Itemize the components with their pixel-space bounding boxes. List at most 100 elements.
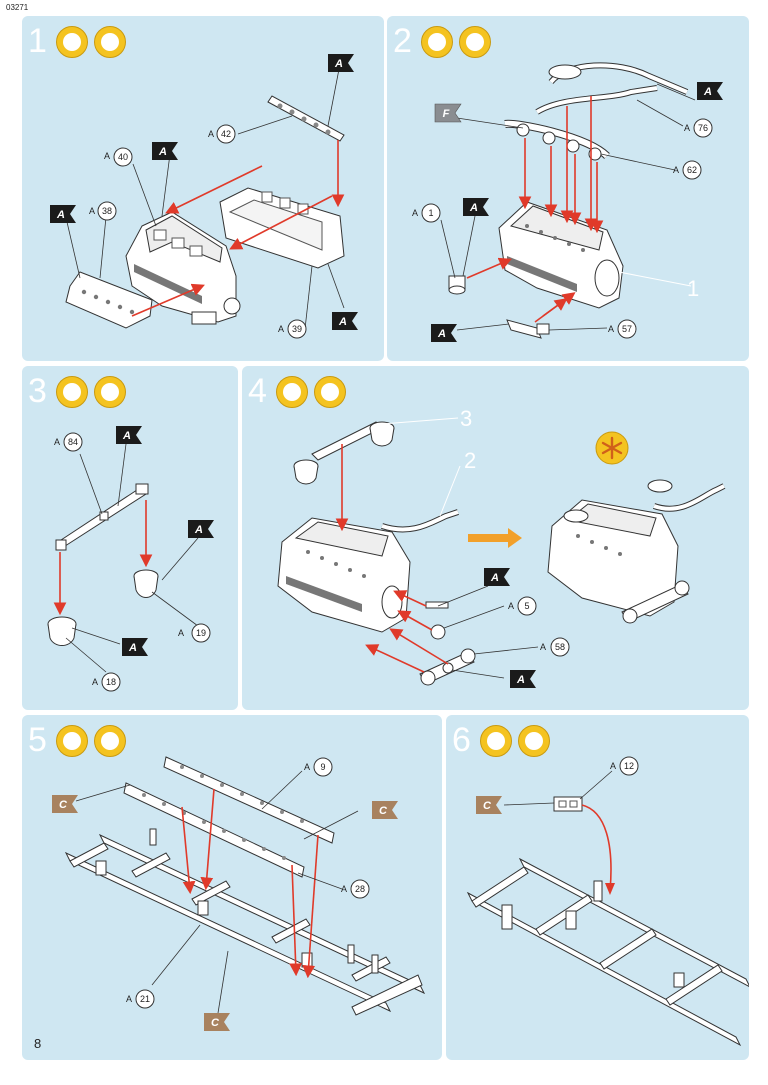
flag-a: A	[332, 312, 358, 330]
svg-text:A: A	[610, 761, 616, 771]
step-6-diagram: C A 12	[466, 756, 749, 1047]
step-number: 3	[28, 372, 47, 410]
part-62-drawing	[504, 119, 610, 161]
svg-text:A: A	[673, 165, 679, 175]
svg-text:C: C	[211, 1017, 220, 1029]
flag-c: C	[476, 796, 502, 814]
svg-text:21: 21	[140, 994, 150, 1004]
part-12-drawing	[553, 796, 583, 812]
part-28-drawing	[123, 782, 305, 878]
assembly-arrows	[131, 140, 345, 317]
assembly-arrows	[581, 804, 612, 892]
svg-text:40: 40	[118, 152, 128, 162]
flag-a: A	[328, 54, 354, 72]
page-number: 8	[34, 1036, 42, 1051]
reference-step-number: 3	[460, 406, 472, 431]
svg-text:42: 42	[221, 129, 231, 139]
svg-text:38: 38	[102, 206, 112, 216]
svg-text:C: C	[59, 799, 68, 811]
paint-drop-icon	[56, 725, 88, 757]
part-callout: A 38	[89, 201, 117, 221]
svg-text:84: 84	[68, 437, 78, 447]
paint-brush-icon	[94, 376, 126, 408]
svg-text:A: A	[278, 324, 284, 334]
flag-a: A	[122, 638, 148, 656]
svg-text:A: A	[490, 572, 499, 584]
part-76-drawing	[535, 62, 689, 115]
flag-f: F	[434, 103, 462, 123]
part-5-drawing	[425, 601, 449, 640]
paint-drop-icon	[56, 26, 88, 58]
svg-text:A: A	[89, 206, 95, 216]
part-57-drawing	[506, 319, 550, 339]
step-number: 6	[452, 721, 471, 759]
flag-a: A	[697, 82, 723, 100]
flag-a: A	[50, 205, 76, 223]
paint-brush-icon	[94, 725, 126, 757]
svg-text:A: A	[341, 884, 347, 894]
flag-c: C	[52, 795, 78, 813]
svg-text:A: A	[178, 628, 184, 638]
svg-text:1: 1	[428, 208, 433, 218]
svg-text:A: A	[122, 430, 131, 442]
detail-star-icon	[595, 431, 629, 465]
svg-text:A: A	[338, 316, 347, 328]
svg-text:19: 19	[196, 628, 206, 638]
assembly-arrows	[181, 788, 319, 979]
svg-text:A: A	[469, 202, 478, 214]
step-number: 5	[28, 721, 47, 759]
step-6-panel: C A 12 6	[446, 715, 749, 1060]
flag-a: A	[510, 670, 536, 688]
engine-assembly-drawing	[277, 509, 459, 633]
part-38-drawing	[65, 271, 153, 329]
svg-text:62: 62	[687, 165, 697, 175]
svg-text:18: 18	[106, 677, 116, 687]
paint-drop-icon	[276, 376, 308, 408]
svg-text:A: A	[703, 86, 712, 98]
svg-text:A: A	[516, 674, 525, 686]
document-code: 03271	[6, 3, 29, 12]
paint-brush-icon	[459, 26, 491, 58]
svg-text:A: A	[608, 324, 614, 334]
flag-c: C	[372, 801, 398, 819]
svg-text:C: C	[483, 800, 492, 812]
svg-text:A: A	[437, 328, 446, 340]
chassis-frame-drawing	[64, 828, 426, 1016]
svg-text:76: 76	[698, 123, 708, 133]
flag-a: A	[431, 324, 457, 342]
svg-text:A: A	[304, 762, 310, 772]
paint-drop-icon	[480, 725, 512, 757]
step-number: 4	[248, 372, 267, 410]
engine-block-drawing	[498, 201, 624, 309]
paint-drop-icon	[56, 376, 88, 408]
assembly-arrows	[53, 500, 153, 616]
flag-a: A	[116, 426, 142, 444]
svg-text:12: 12	[624, 761, 634, 771]
svg-text:A: A	[334, 58, 343, 70]
result-arrow-icon	[468, 528, 522, 548]
paint-brush-icon	[314, 376, 346, 408]
svg-text:A: A	[540, 642, 546, 652]
svg-text:A: A	[104, 151, 110, 161]
part-84-assembly-drawing	[293, 421, 395, 485]
completed-engine-drawing	[547, 479, 726, 624]
part-callout: A 62	[673, 160, 702, 180]
svg-text:A: A	[158, 146, 167, 158]
part-18-drawing	[47, 616, 77, 646]
step-number: 2	[393, 22, 412, 60]
flag-a: A	[484, 568, 510, 586]
assembly-arrows	[466, 96, 604, 323]
part-callout: A 12	[610, 756, 639, 776]
svg-text:A: A	[412, 208, 418, 218]
paint-brush-icon	[94, 26, 126, 58]
svg-text:28: 28	[355, 884, 365, 894]
flag-c: C	[204, 1013, 230, 1031]
part-84-drawing	[55, 483, 149, 551]
